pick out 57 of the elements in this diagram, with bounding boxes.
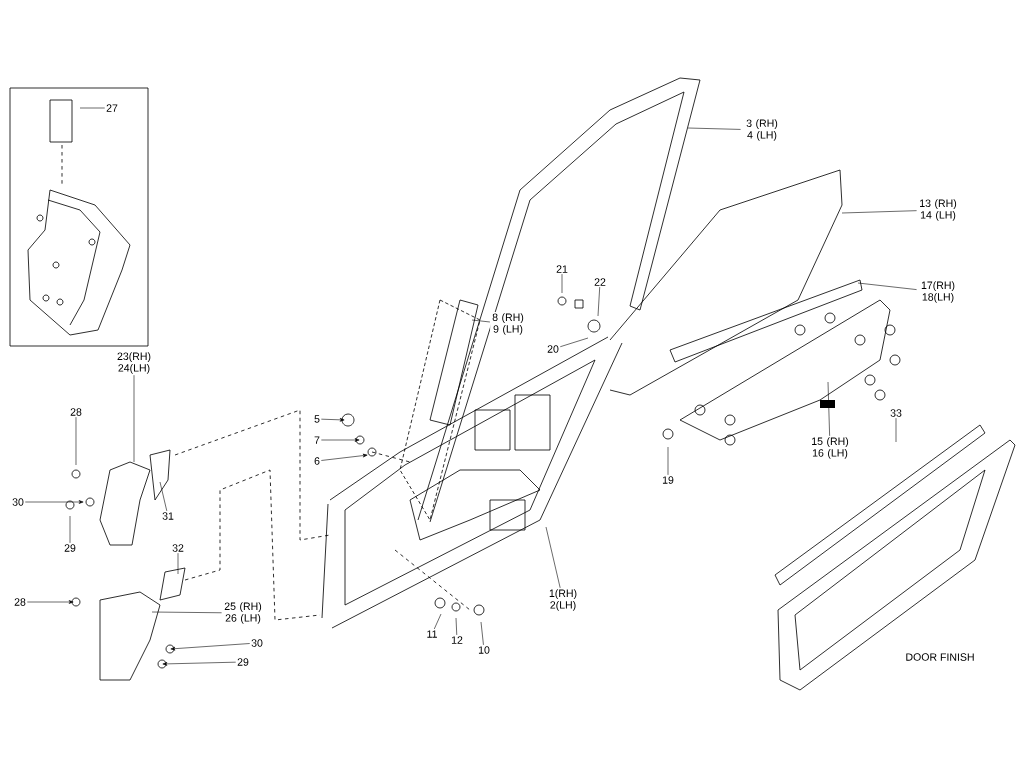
callout-number: 12 [449, 635, 465, 645]
callout-number: 15 (RH) 16 (LH) [808, 436, 852, 460]
callout-number: 30 [249, 638, 265, 648]
callout-number: 17(RH) 18(LH) [916, 280, 960, 304]
leader-line [75, 416, 77, 466]
leader-line [151, 611, 222, 614]
callout-number: 25 (RH) 26 (LH) [221, 601, 265, 625]
leader-line [560, 337, 589, 347]
callout-number: 6 [312, 456, 322, 466]
callout-number: 31 [160, 511, 176, 521]
leader-line [69, 515, 71, 544]
callout-number: 10 [476, 645, 492, 655]
leader-line [455, 617, 458, 636]
leader-line [561, 273, 563, 294]
leader-line [162, 661, 237, 666]
callout-number: 33 [888, 408, 904, 418]
callout-number: 27 [104, 103, 120, 113]
leader-line [159, 481, 168, 512]
callout-number: 28 [12, 597, 28, 607]
leader-line [321, 418, 345, 422]
callout-number: 28 [68, 407, 84, 417]
leader-line [471, 319, 491, 323]
callout-number: 23(RH) 24(LH) [112, 351, 156, 375]
leader-line [841, 210, 917, 214]
leader-line [321, 453, 368, 461]
leader-line [24, 500, 84, 504]
callout-number: 3 (RH) 4 (LH) [740, 118, 784, 142]
leader-line [177, 552, 179, 575]
callout-number: 32 [170, 543, 186, 553]
leader-line [895, 417, 897, 443]
leader-line [321, 438, 360, 442]
leader-line [667, 446, 669, 476]
callout-number: 13 (RH) 14 (LH) [916, 198, 960, 222]
leader-line [480, 621, 484, 646]
leader-line [597, 286, 600, 317]
leader-line [170, 643, 251, 651]
part-label: DOOR FINISH [906, 653, 974, 661]
callout-number: 19 [660, 475, 676, 485]
callout-number: 8 (RH) 9 (LH) [490, 312, 526, 336]
callout-number: 5 [312, 414, 322, 424]
callout-number: 29 [62, 543, 78, 553]
callout-number: 22 [592, 277, 608, 287]
callout-number: 29 [235, 657, 251, 667]
callout-number: 30 [10, 497, 26, 507]
leader-line [545, 526, 561, 589]
leader-line [79, 107, 106, 109]
leader-line [433, 613, 442, 630]
leader-line [857, 282, 917, 290]
callout-number: 11 [425, 629, 439, 639]
callout-number: 1(RH) 2(LH) [545, 588, 581, 612]
leader-line [133, 374, 135, 463]
leader-line [827, 381, 830, 437]
callout-number: 21 [554, 264, 570, 274]
leader-line [687, 127, 741, 130]
leader-line [26, 600, 74, 604]
callout-number: 7 [312, 435, 322, 445]
callout-number: 20 [545, 344, 561, 354]
